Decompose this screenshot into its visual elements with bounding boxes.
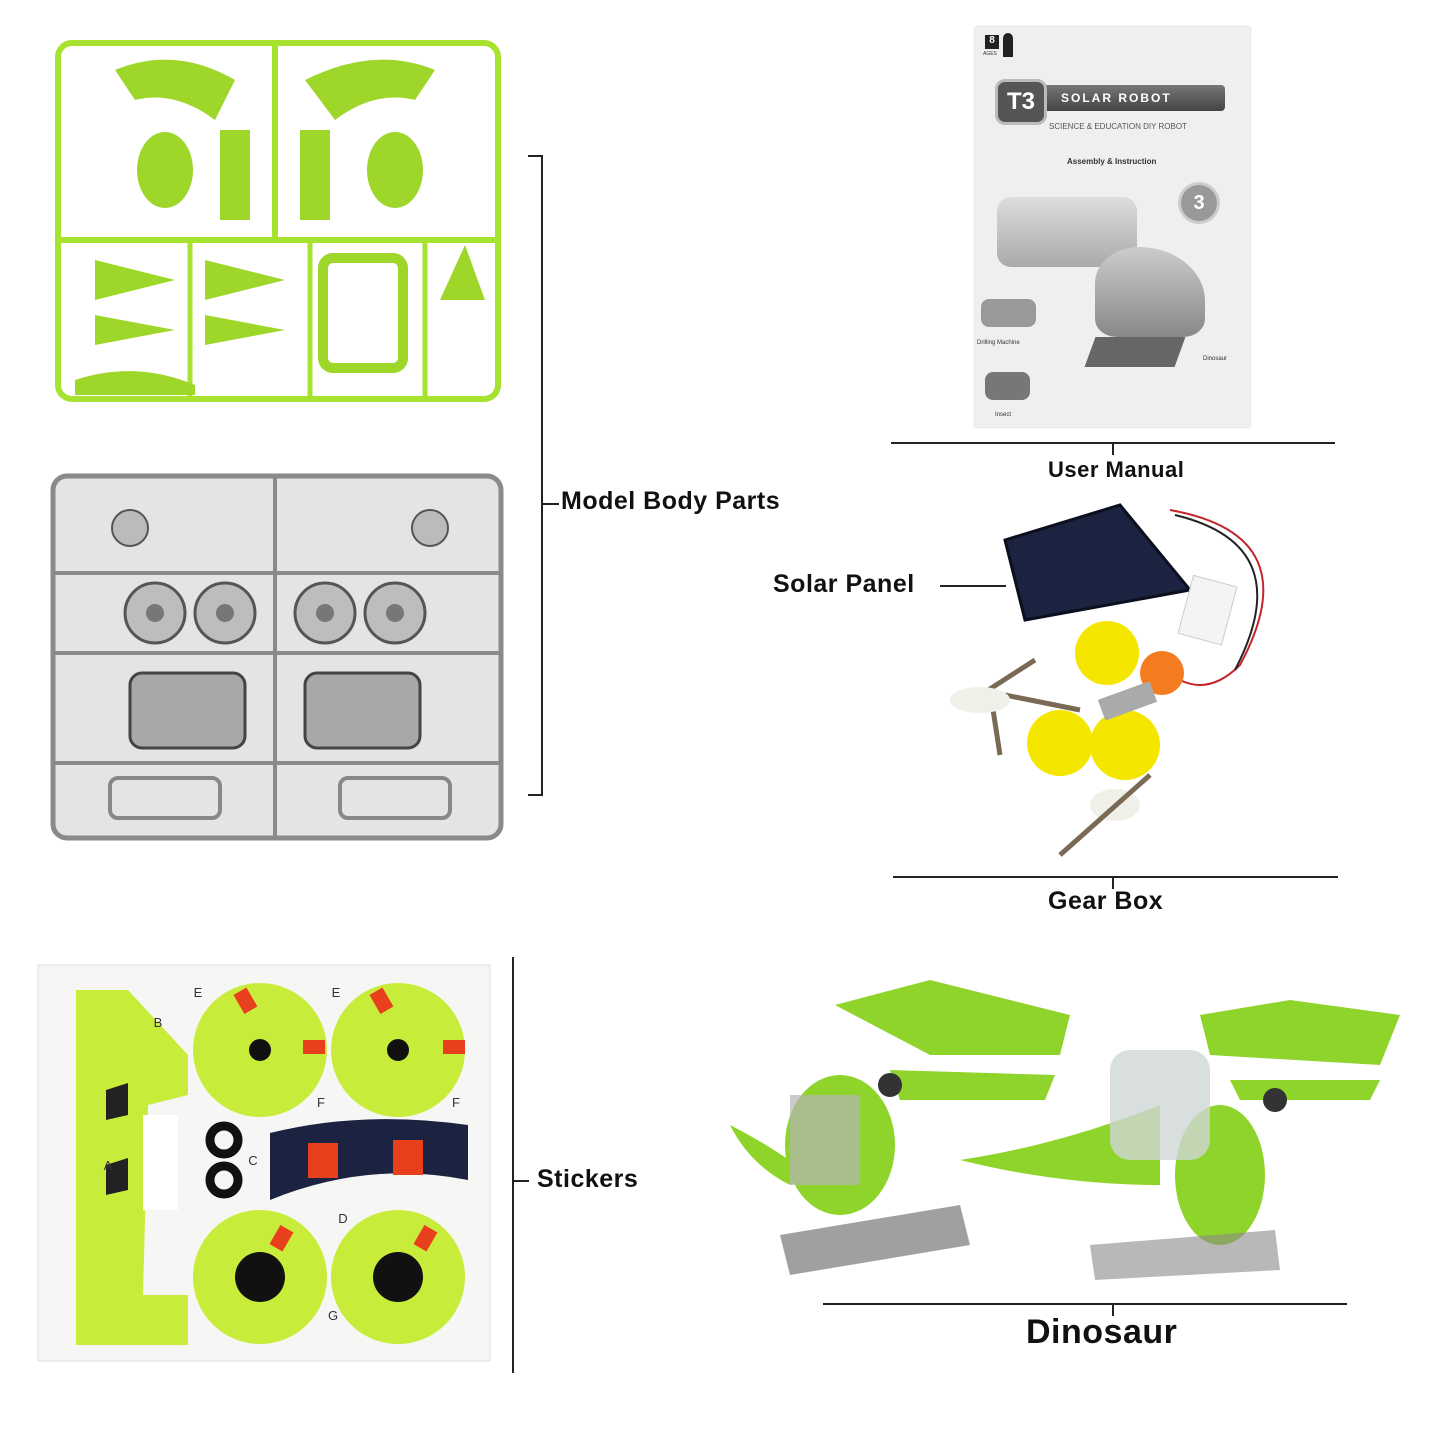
drilling-machine-picture [981, 299, 1036, 327]
stickers-bracket [512, 957, 514, 1373]
solar-panel-gearbox-image [950, 503, 1265, 857]
dinosaur-label: Dinosaur [1026, 1313, 1178, 1351]
model-body-parts-label: Model Body Parts [561, 487, 781, 515]
age-label: AGES [983, 51, 997, 57]
gear-box-label: Gear Box [1048, 887, 1164, 915]
gear-box-line [893, 876, 1338, 878]
manual-heading: Assembly & Instruction [1067, 157, 1157, 166]
dinosaur-line [823, 1303, 1347, 1305]
dinosaur-robot-base [1084, 337, 1186, 367]
solar-panel-label: Solar Panel [773, 570, 915, 598]
sticker-letter: G [328, 1308, 338, 1323]
bracket-tick [543, 503, 559, 505]
manual-subtitle: SCIENCE & EDUCATION DIY ROBOT [1049, 122, 1187, 131]
sticker-letter: B [154, 1015, 163, 1030]
dinosaur-robots-image [730, 980, 1400, 1280]
user-manual-tick [1112, 443, 1114, 455]
model-label-insect: Insect [995, 412, 1012, 418]
bracket-tick [528, 794, 543, 796]
sticker-letter: A [104, 1158, 113, 1173]
sticker-letter: F [452, 1095, 460, 1110]
grey-sprue-image [50, 473, 504, 841]
sticker-letter: E [332, 985, 341, 1000]
sticker-sheet-image: B E E A C F F D G [37, 964, 491, 1362]
dinosaur-robot-body [1095, 247, 1205, 337]
age-badge: 8 [985, 35, 999, 49]
gear-box-tick [1112, 877, 1114, 889]
stickers-tick [513, 1180, 529, 1182]
dinosaur-tick [1112, 1304, 1114, 1316]
stickers-label: Stickers [537, 1165, 639, 1193]
person-icon [1003, 33, 1013, 57]
solar-panel-pointer [940, 585, 1006, 587]
model-parts-bracket [541, 155, 543, 796]
model-label-drilling: Drilling Machine [977, 340, 1020, 346]
bracket-tick [528, 155, 543, 157]
t3-badge: T3 [995, 79, 1047, 125]
user-manual-label: User Manual [1048, 457, 1185, 482]
manual-title: SOLAR ROBOT [1061, 91, 1172, 105]
sticker-letter: F [317, 1095, 325, 1110]
sticker-letter: D [338, 1211, 347, 1226]
insect-picture [985, 372, 1030, 400]
count-badge: 3 [1178, 182, 1220, 224]
green-sprue-image [55, 40, 501, 402]
sticker-letter: C [248, 1153, 257, 1168]
sticker-letter: E [194, 985, 203, 1000]
model-label-dinosaur: Dinosaur [1203, 356, 1228, 362]
user-manual-image: 8 AGES T3 SOLAR ROBOT SCIENCE & EDUCATIO… [975, 27, 1250, 427]
